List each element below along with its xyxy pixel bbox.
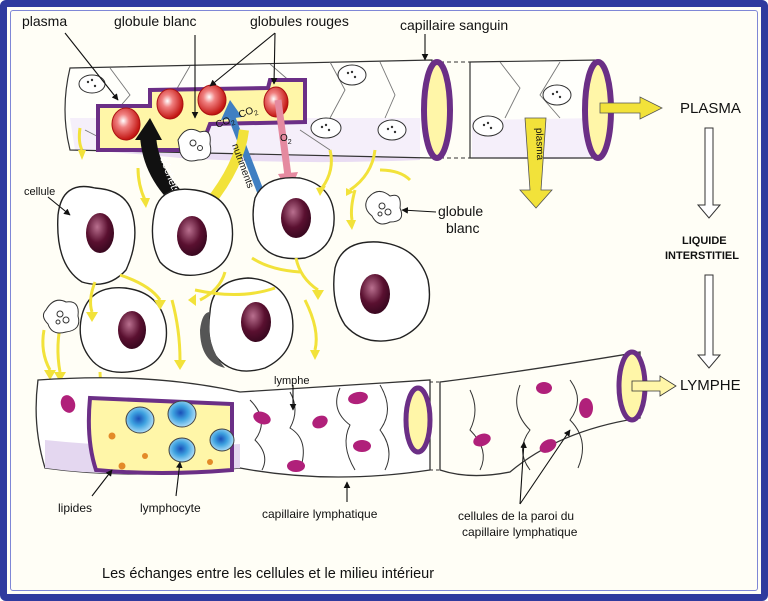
- plasma-diffusion-arrows: [77, 127, 412, 221]
- label-lymphe: lymphe: [274, 375, 309, 387]
- red-blood-cell: [156, 88, 184, 120]
- interstitial-arrows: [41, 256, 319, 413]
- label-capillaire-lymphatique: capillaire lymphatique: [262, 507, 378, 521]
- label-lymphocyte: lymphocyte: [140, 501, 201, 515]
- red-blood-cell: [197, 84, 227, 116]
- label-paroi-line-2: capillaire lymphatique: [462, 525, 578, 539]
- lymphocyte-cell: [209, 428, 235, 452]
- cell-nucleus: [118, 311, 146, 349]
- co2-label-a: CO2: [214, 114, 236, 133]
- lymphocyte-cell: [167, 400, 197, 428]
- co2-label-b: CO2: [237, 104, 259, 123]
- cell-nucleus: [281, 198, 311, 238]
- label-plasma: plasma: [22, 13, 67, 29]
- red-blood-cell: [111, 107, 141, 141]
- label-interstitiel: INTERSTITIEL: [665, 250, 739, 262]
- cell-shadow: [200, 312, 225, 368]
- text-labels: plasma globule blanc globules rouges cap…: [22, 13, 741, 582]
- label-lymphe-caps: LYMPHE: [680, 377, 741, 394]
- white-blood-cell-diapedesis: [177, 128, 212, 162]
- label-cellule: cellule: [24, 186, 55, 198]
- lipid-droplets: [108, 432, 213, 470]
- capillary-cut-end-left: [421, 59, 453, 161]
- plasma-vertical-label: plasma: [533, 128, 545, 161]
- capillary-wall-nuclei: [78, 64, 572, 141]
- lymphocyte-cell: [168, 437, 196, 463]
- lymphocytes: [125, 400, 235, 463]
- lymph-outflow-arrow: [631, 375, 677, 397]
- label-liquide: LIQUIDE: [682, 235, 727, 247]
- plasma-outflow-arrow: [599, 96, 663, 120]
- label-plasma-caps: PLASMA: [680, 100, 741, 117]
- label-globules-rouges: globules rouges: [250, 13, 349, 29]
- frame-inner-border: [10, 10, 758, 591]
- label-paroi-line-1: cellules de la paroi du: [458, 509, 574, 523]
- label-globule-blanc-top: globule blanc: [114, 13, 197, 29]
- cell-nucleus: [241, 302, 271, 342]
- diagram-caption: Les échanges entre les cellules et le mi…: [102, 566, 434, 582]
- lymph-wall-cells: [60, 382, 593, 472]
- flow-arrow-liquide-to-lymphe: [696, 274, 722, 369]
- plasma-leak-arrow: [519, 117, 553, 209]
- cell-nucleus: [177, 216, 207, 256]
- lymph-segment-right: [439, 351, 641, 477]
- lymphocyte-cell: [125, 406, 155, 434]
- leader-lines: [47, 32, 571, 505]
- lymph-cut-end-left: [403, 385, 433, 455]
- flow-column: [696, 127, 722, 369]
- tissue-cells: [57, 176, 431, 373]
- o2-label: O2: [280, 133, 292, 146]
- lymphatic-capillary: [35, 349, 648, 478]
- cell-nucleus: [360, 274, 390, 314]
- label-globule-right-2: blanc: [446, 220, 479, 236]
- label-lipides: lipides: [58, 501, 92, 515]
- label-globule-right-1: globule: [438, 203, 483, 219]
- free-white-blood-cells: [42, 191, 403, 334]
- flow-arrow-plasma-to-liquide: [696, 127, 722, 219]
- label-capillaire-sanguin: capillaire sanguin: [400, 17, 508, 33]
- cell-nucleus: [86, 213, 114, 253]
